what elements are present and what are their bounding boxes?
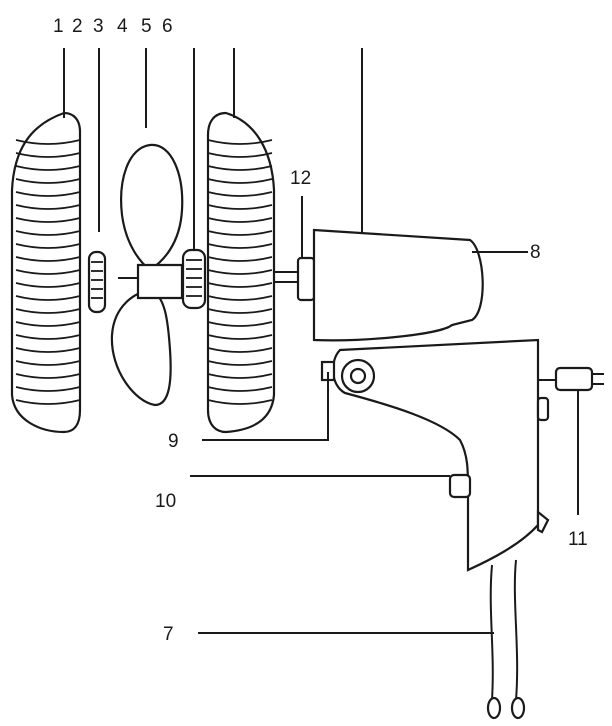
mount-body [332, 338, 540, 572]
label-3: 3 [93, 16, 104, 37]
grille-rib [207, 386, 273, 392]
label-6: 6 [162, 16, 173, 37]
motor-housing [312, 228, 484, 342]
grille-rib [15, 165, 81, 171]
grille-rib [207, 152, 273, 158]
label-12: 12 [290, 168, 311, 189]
grille-rib [15, 230, 81, 236]
fan-blade [110, 143, 184, 407]
grille-rib [15, 360, 81, 366]
grille-rib [15, 256, 81, 262]
shaft-collar [296, 256, 316, 302]
grille-rib [207, 191, 273, 197]
grille-rib [15, 191, 81, 197]
grille-rib [207, 139, 273, 145]
label-9: 9 [168, 431, 179, 452]
grille-rib [15, 269, 81, 275]
grille-rib [207, 347, 273, 353]
label-10: 10 [155, 491, 176, 512]
grille-rib [207, 217, 273, 223]
grille-rib [207, 360, 273, 366]
leader-lines [63, 48, 579, 634]
grille-rib [15, 139, 81, 145]
grille-rib [15, 321, 81, 327]
grille-rib [15, 308, 81, 314]
grille-rib [207, 256, 273, 262]
grille-rib [207, 178, 273, 184]
label-8: 8 [530, 242, 541, 263]
adjust-knob [448, 473, 472, 499]
grille-rib [15, 243, 81, 249]
blade-nut [181, 248, 207, 310]
grille-rib [15, 217, 81, 223]
spinner-nut [87, 250, 107, 314]
grille-rib [207, 282, 273, 288]
grille-rib [207, 321, 273, 327]
label-4: 4 [117, 16, 128, 37]
grille-rib [207, 334, 273, 340]
rear-grille [10, 111, 82, 434]
label-2: 2 [72, 16, 83, 37]
grille-rib [15, 373, 81, 379]
grille-rib [207, 399, 273, 405]
grille-rib [207, 204, 273, 210]
power-cord [538, 366, 604, 392]
grille-rib [15, 295, 81, 301]
grille-rib [207, 243, 273, 249]
label-11: 11 [568, 529, 588, 550]
label-1: 1 [53, 16, 64, 37]
grille-rib [207, 165, 273, 171]
label-7: 7 [163, 624, 174, 645]
grille-rib [207, 295, 273, 301]
grille-rib [15, 347, 81, 353]
side-switch [536, 396, 550, 422]
front-grille [206, 111, 276, 434]
grille-rib [207, 373, 273, 379]
label-5: 5 [141, 16, 152, 37]
grille-rib [15, 399, 81, 405]
grille-rib [15, 178, 81, 184]
grille-rib [207, 308, 273, 314]
grille-rib [15, 204, 81, 210]
grille-rib [207, 230, 273, 236]
grille-rib [15, 152, 81, 158]
grille-rib [15, 282, 81, 288]
pull-cords [486, 559, 526, 720]
grille-rib [207, 269, 273, 275]
grille-rib [15, 386, 81, 392]
grille-rib [15, 334, 81, 340]
